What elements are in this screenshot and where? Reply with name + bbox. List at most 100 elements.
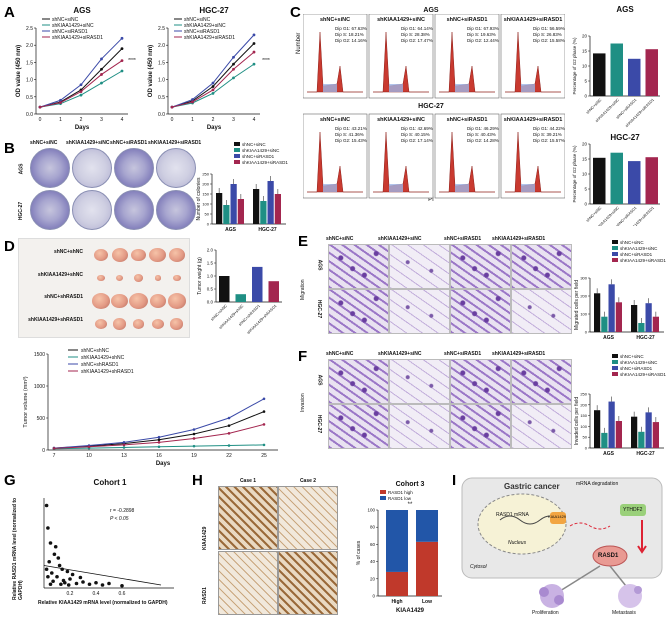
legend-label: shNC+siNC bbox=[52, 17, 79, 23]
data-point bbox=[262, 423, 266, 426]
data-point bbox=[120, 583, 124, 588]
y-tick-label: 0.0 bbox=[26, 112, 33, 118]
tumor-sample bbox=[167, 293, 186, 309]
colony-col-label: shNC+siNC bbox=[30, 140, 58, 146]
corr-x-label: Relative KIAA1429 mRNA level (normalized… bbox=[38, 600, 168, 606]
y-axis-label: % of cases bbox=[356, 540, 362, 565]
phase-value: Dip S: 39.21% bbox=[533, 132, 562, 137]
colony-col-label: shKIAA1429+siNC bbox=[66, 140, 110, 146]
data-point bbox=[100, 81, 103, 85]
x-tick-label: 4 bbox=[121, 117, 124, 123]
data-point bbox=[122, 441, 126, 444]
legend-label: shKIAA1429+siNC bbox=[620, 246, 658, 251]
bar bbox=[601, 432, 608, 448]
x-axis-label: Days bbox=[75, 125, 90, 131]
data-point bbox=[70, 572, 75, 577]
bar bbox=[628, 58, 641, 96]
migration-row-hgc27: HGC-27 bbox=[316, 299, 323, 319]
data-point bbox=[100, 57, 103, 61]
colony-dish bbox=[30, 190, 70, 230]
colony-row-ags: AGS bbox=[18, 163, 25, 175]
s-phase-fill bbox=[521, 184, 535, 192]
bar bbox=[645, 49, 658, 96]
bar bbox=[601, 316, 608, 332]
tumor-sample bbox=[93, 249, 108, 261]
data-point bbox=[211, 88, 215, 92]
bar bbox=[652, 422, 659, 448]
data-point bbox=[79, 93, 83, 97]
tumor-sample bbox=[96, 274, 105, 282]
y-tick-label: 0.0 bbox=[158, 112, 165, 118]
bar bbox=[628, 161, 641, 204]
data-point bbox=[252, 62, 256, 66]
phase-value: Dip G2: 15.58% bbox=[533, 38, 565, 43]
invasion-col-label: shNC+siNC bbox=[326, 351, 354, 357]
data-point bbox=[65, 569, 70, 574]
x-tick-label: AGS bbox=[603, 335, 615, 341]
panel-label-b: B bbox=[4, 140, 15, 157]
y-tick-label: 2.5 bbox=[26, 26, 33, 32]
data-point bbox=[262, 397, 266, 401]
data-point bbox=[170, 105, 174, 109]
colony-col-label: shNC+siRASD1 bbox=[110, 140, 148, 146]
legend-swatch bbox=[380, 490, 386, 494]
invasion-col-label: shKIAA1429+siNC bbox=[378, 351, 422, 357]
chart-title: Cohort 3 bbox=[396, 481, 425, 488]
data-point bbox=[232, 62, 235, 66]
colony-dish bbox=[114, 148, 154, 188]
data-point bbox=[63, 580, 67, 585]
colony-dish bbox=[72, 148, 112, 188]
s-phase-fill bbox=[455, 184, 469, 192]
legend-swatch bbox=[612, 360, 618, 364]
y-tick-label: 1.5 bbox=[158, 60, 165, 66]
bar bbox=[274, 194, 281, 224]
micrograph bbox=[389, 404, 450, 449]
data-point bbox=[51, 579, 55, 584]
bar bbox=[631, 416, 638, 448]
migration-col-label: shNC+siRASD1 bbox=[444, 236, 482, 242]
phase-value: Dip G1: 67.63% bbox=[335, 26, 367, 31]
data-point bbox=[227, 424, 231, 427]
panel-label-h: H bbox=[192, 472, 203, 489]
invasion-col-label: shNC+siRASD1 bbox=[444, 351, 482, 357]
y-tick-label: 0.5 bbox=[207, 287, 214, 292]
y-tick-label: 200 bbox=[580, 402, 587, 407]
data-point bbox=[57, 563, 62, 568]
data-point bbox=[192, 428, 196, 431]
y-axis-label: Percentage of G2 phase (%) bbox=[572, 145, 577, 203]
ihc-image bbox=[218, 551, 278, 615]
bar bbox=[235, 294, 246, 302]
flow-title-hgc27: HGC-27 bbox=[418, 103, 444, 110]
y-tick-label: 100 bbox=[202, 202, 209, 207]
y-tick-label: 20 bbox=[370, 576, 376, 581]
flow-title-ags: AGS bbox=[423, 7, 439, 14]
x-tick-label: 2 bbox=[80, 117, 83, 123]
micrograph bbox=[328, 244, 389, 289]
legend-label: RASD1 high bbox=[388, 490, 413, 495]
trend-line bbox=[43, 565, 162, 586]
mechanism-schematic: Gastric cancer mRNA degradation RASD1 mR… bbox=[460, 476, 665, 619]
legend-label: RASD1 low bbox=[388, 496, 412, 501]
data-point bbox=[107, 581, 111, 586]
y-tick-label: 15 bbox=[582, 49, 588, 54]
panel-label-e: E bbox=[298, 233, 309, 250]
x-tick-label: HGC-27 bbox=[258, 227, 277, 233]
y-tick-label: 1.5 bbox=[26, 60, 33, 66]
y-tick-label: 5 bbox=[584, 187, 587, 192]
y-axis-label: Tumor weight (g) bbox=[197, 257, 203, 295]
bar bbox=[608, 284, 615, 332]
rasd1-mrna-label: RASD1 mRNA bbox=[496, 512, 529, 518]
histogram-title: shKIAA1429+siNC bbox=[377, 117, 425, 123]
y-tick-label: 80 bbox=[370, 525, 376, 530]
legend-label: shKIAA1429+siRASD1 bbox=[52, 35, 103, 41]
micrograph bbox=[511, 244, 572, 289]
s-phase-fill bbox=[521, 84, 535, 92]
x-tick-label: 0.6 bbox=[119, 591, 126, 597]
colony-dish bbox=[72, 190, 112, 230]
stacked-bar bbox=[416, 510, 438, 542]
invasion-row-ags: AGS bbox=[316, 374, 323, 386]
micrograph bbox=[328, 404, 389, 449]
phase-value: Dip S: 41.36% bbox=[335, 132, 364, 137]
bar bbox=[253, 189, 260, 224]
